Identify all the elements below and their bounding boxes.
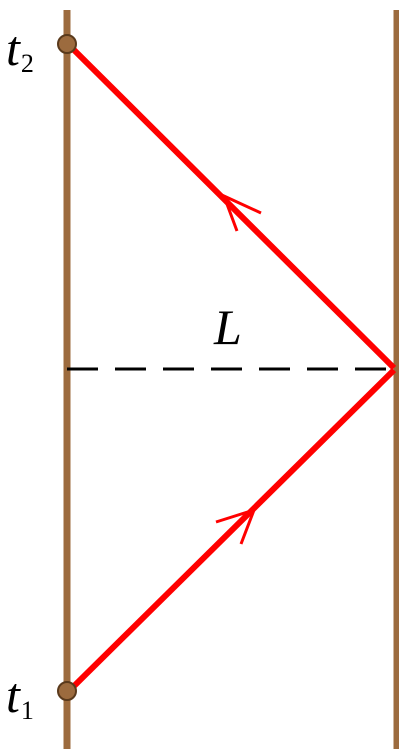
label-t1-symbol: t [6,667,21,723]
label-t1: t1 [6,667,34,725]
label-t2-subscript: 2 [21,49,34,78]
label-t2-symbol: t [6,20,21,76]
event-marker-t1 [57,681,77,701]
event-marker-t2 [57,34,77,54]
label-t2: t2 [6,20,34,78]
returning-light-ray [67,43,397,371]
returning-arrowhead [221,193,262,232]
label-distance: L [213,299,242,355]
outgoing-arrowhead [215,507,257,545]
label-t1-subscript: 1 [21,696,34,725]
outgoing-light-ray [67,367,397,693]
